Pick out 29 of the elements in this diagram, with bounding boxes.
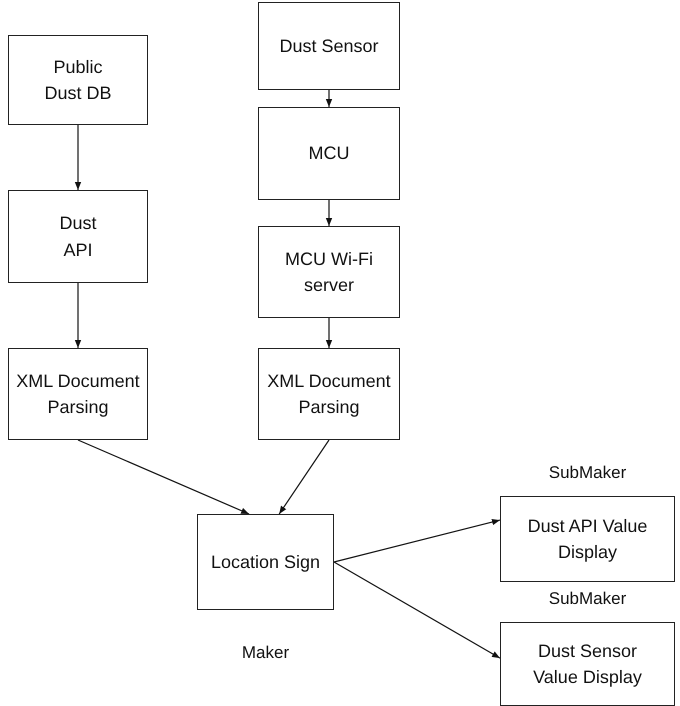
process-box [8,190,148,283]
box-label: Public Dust DB [43,56,113,105]
arrow [326,90,332,107]
arrow [278,440,330,514]
role-label: Maker [242,643,290,663]
process-box [258,348,400,440]
box-label: Dust API Value Display [526,514,648,564]
box-label: Dust Sensor Value Display [532,640,643,689]
arrow [74,125,82,190]
process-box [258,107,400,200]
arrow [334,518,500,563]
process-box [8,35,148,125]
role-label: SubMaker [548,463,626,483]
process-box [8,348,148,440]
arrow [326,318,332,348]
process-box [258,226,400,318]
box-label: XML Document Parsing [15,370,141,419]
arrow [74,283,82,348]
arrow [326,200,332,226]
arrow [78,439,250,515]
box-label: Dust API [58,212,98,262]
box-label: MCU [308,142,350,166]
box-label: XML Document Parsing [266,370,392,419]
arrow [334,561,500,659]
box-label: Location Sign [210,550,320,574]
role-label: SubMaker [548,589,626,609]
process-box [258,2,400,90]
box-label: Dust Sensor [279,34,379,58]
box-label: MCU Wi-Fi server [284,248,374,297]
